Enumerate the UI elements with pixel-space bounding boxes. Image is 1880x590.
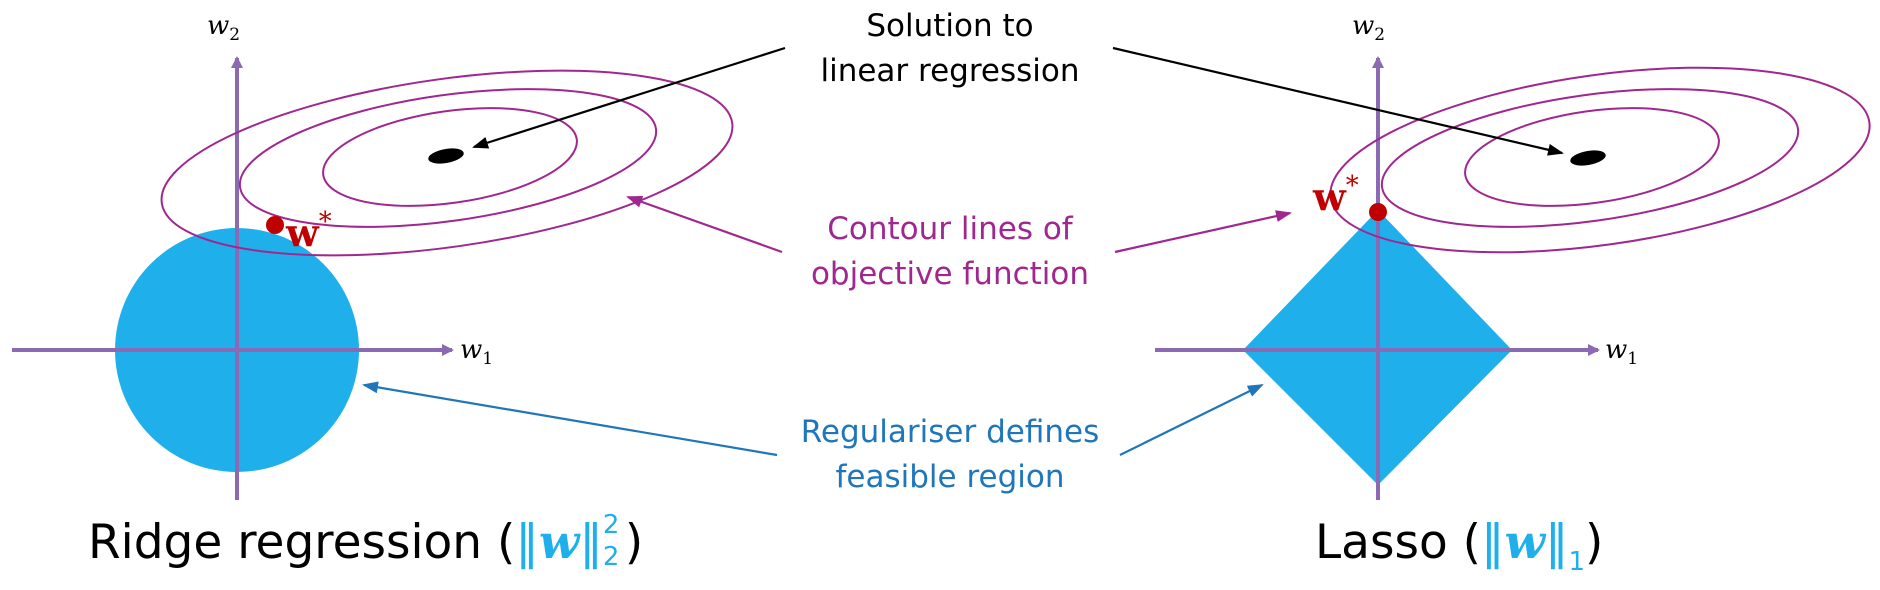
ridge-contour-1 (322, 107, 578, 207)
regulariser-annotation-line2: feasible region (835, 459, 1065, 495)
lasso-contour-lines (1329, 66, 1871, 254)
contour-annotation-line1: Contour lines of (827, 211, 1073, 247)
ridge-optimum-marker (266, 216, 284, 234)
lasso-contour-1 (1464, 107, 1720, 207)
lasso-title-norm: ‖w‖1 (1481, 515, 1586, 577)
ridge-axis-w2-label: w2 (207, 11, 240, 45)
solution-annotation-line2: linear regression (820, 53, 1080, 89)
lasso-title: Lasso (‖w‖1) (1315, 515, 1604, 577)
lasso-axis-w1-label: w1 (1605, 335, 1638, 369)
lasso-optimum-label: w* (1312, 171, 1359, 219)
ridge-contour-3 (160, 69, 734, 257)
lasso-axis-w2-label: w2 (1352, 11, 1385, 45)
lasso-title-close: ) (1585, 515, 1604, 570)
lasso-contour-3 (1329, 66, 1871, 254)
regulariser-arrow-right (1119, 384, 1264, 456)
ridge-axis-w1-label: w1 (460, 335, 493, 369)
regulariser-annotation: Regulariser defines feasible region (780, 410, 1120, 500)
solution-annotation: Solution to linear regression (790, 4, 1110, 94)
contour-arrow-left (626, 195, 783, 254)
ridge-title-text: Ridge regression ( (88, 515, 516, 570)
ridge-unconstrained-solution-marker (428, 148, 464, 164)
contour-arrow-right (1114, 210, 1292, 254)
lasso-optimum-marker (1369, 203, 1387, 221)
solution-arrow-left (472, 46, 786, 149)
ridge-contour-lines (160, 69, 734, 257)
regulariser-arrow-left (362, 381, 778, 457)
ridge-title-close: ) (624, 515, 644, 570)
solution-annotation-line1: Solution to (866, 8, 1034, 44)
regulariser-annotation-line1: Regulariser defines (800, 414, 1100, 450)
callout-arrows (362, 46, 1564, 457)
lasso-contour-2 (1380, 88, 1800, 228)
contour-annotation: Contour lines of objective function (790, 207, 1110, 297)
lasso-panel: w1 w2 w* (1155, 11, 1871, 500)
solution-arrow-right (1112, 46, 1564, 156)
lasso-title-text: Lasso ( (1315, 515, 1481, 570)
lasso-unconstrained-solution-marker (1570, 150, 1606, 166)
ridge-contour-2 (238, 88, 658, 228)
ridge-optimum-label: w* (285, 207, 332, 255)
ridge-panel: w1 w2 w* (12, 11, 734, 500)
contour-annotation-line2: objective function (810, 256, 1090, 292)
